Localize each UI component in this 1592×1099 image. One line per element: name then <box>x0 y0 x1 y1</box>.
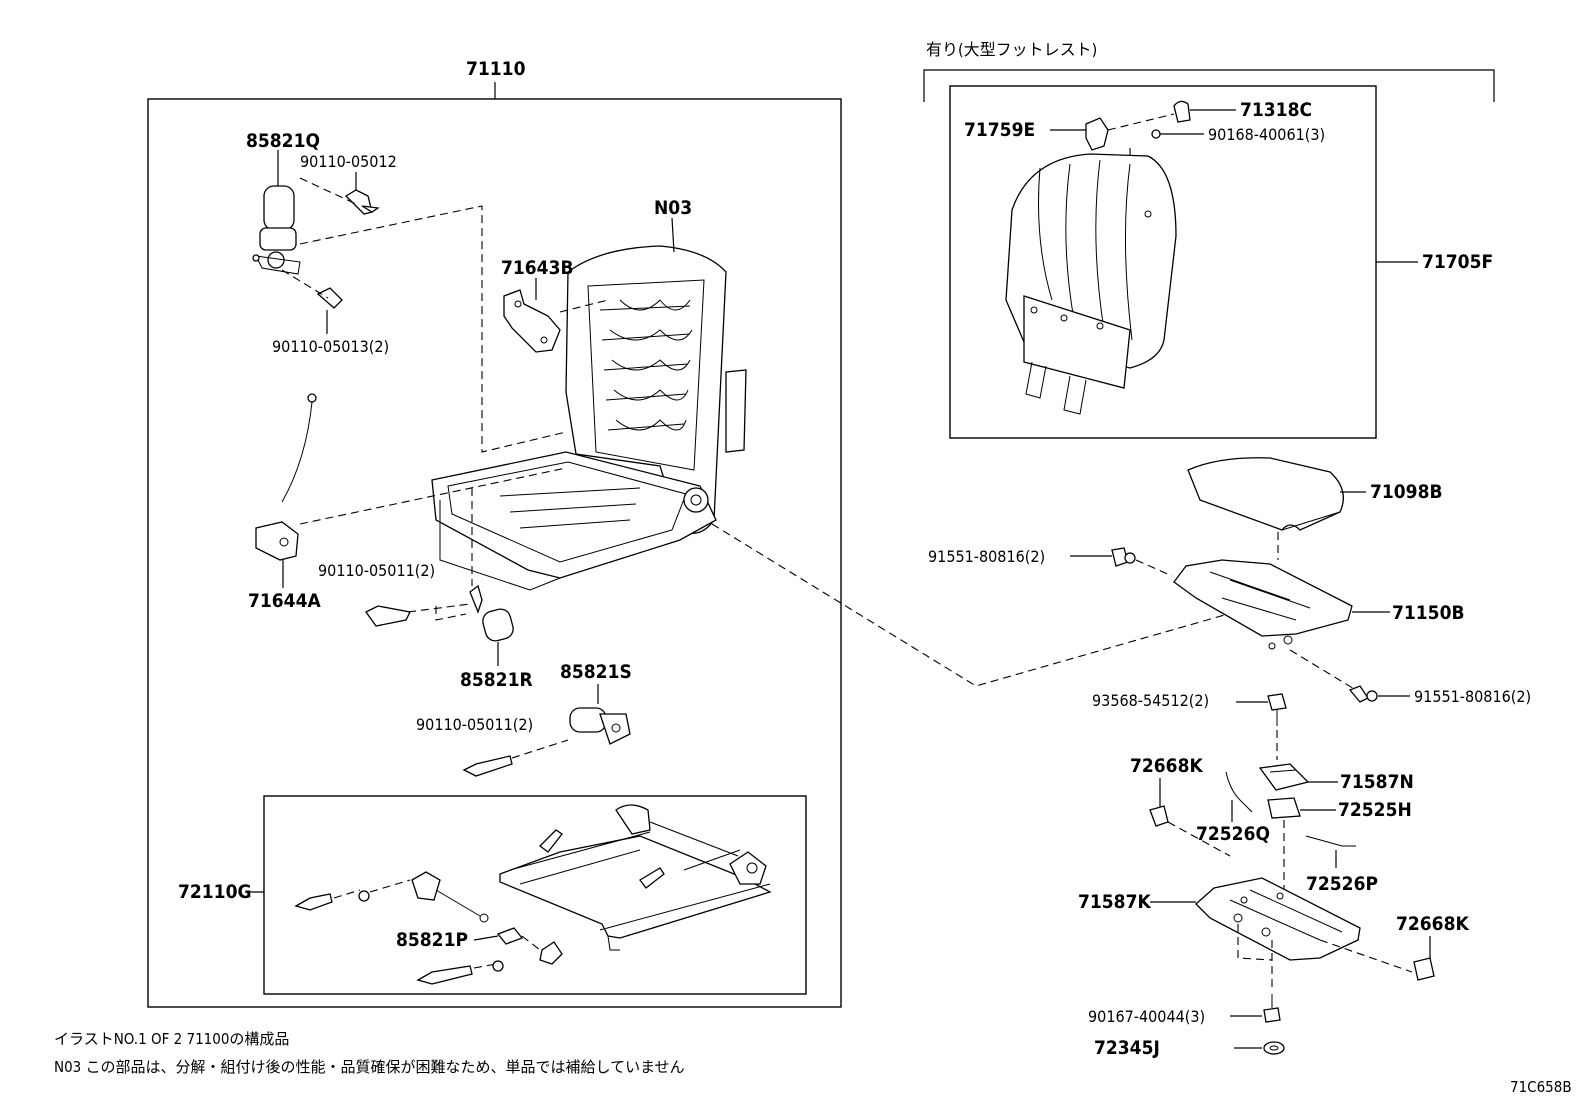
label-71643B[interactable]: 71643B <box>501 257 574 279</box>
bumper-72668K-top[interactable] <box>1149 805 1169 827</box>
bolt-adjuster-lower[interactable] <box>416 960 504 985</box>
label-72526P[interactable]: 72526P <box>1306 873 1378 895</box>
cable-72526P[interactable] <box>1305 835 1356 868</box>
label-90167-40044[interactable]: 90167-40044(3) <box>1088 1007 1205 1026</box>
lever-72525H[interactable] <box>1267 797 1301 819</box>
bracket-71150B[interactable] <box>1173 559 1353 650</box>
adjuster-subassembly-frame <box>263 795 807 995</box>
motor-85821P[interactable] <box>496 927 563 965</box>
label-91551-80816-a[interactable]: 91551-80816(2) <box>928 547 1045 566</box>
label-90110-05011-b[interactable]: 90110-05011(2) <box>416 715 533 734</box>
lever-71759E[interactable] <box>1050 117 1109 151</box>
label-85821S[interactable]: 85821S <box>560 661 632 683</box>
screw-90168-40061[interactable] <box>1151 129 1204 139</box>
label-72525H[interactable]: 72525H <box>1338 799 1412 821</box>
footrest-bracket-line <box>923 69 1495 102</box>
footrest-71705F[interactable] <box>1005 153 1177 415</box>
label-72668K-top[interactable]: 72668K <box>1130 755 1203 777</box>
bracket-71644A[interactable] <box>255 393 317 588</box>
label-72526Q[interactable]: 72526Q <box>1196 823 1270 845</box>
bolt-90110-05012[interactable] <box>344 172 380 215</box>
screw-93568-54512[interactable] <box>1267 693 1287 726</box>
label-71150B[interactable]: 71150B <box>1392 602 1465 624</box>
washer-72345J[interactable] <box>1263 1041 1285 1055</box>
note-line-2: N03 この部品は、分解・組付け後の性能・品質確保が困難なため、単品では補給して… <box>54 1058 685 1076</box>
base-71587K[interactable] <box>1195 877 1361 961</box>
label-71705F[interactable]: 71705F <box>1422 251 1493 273</box>
label-90168-40061[interactable]: 90168-40061(3) <box>1208 125 1325 144</box>
bolt-90110-05011-b[interactable] <box>462 755 513 777</box>
label-90110-05011-a[interactable]: 90110-05011(2) <box>318 561 435 580</box>
bracket-71643B[interactable] <box>503 278 561 353</box>
label-71587K[interactable]: 71587K <box>1078 891 1151 913</box>
note-line-1: イラストNO.1 OF 2 71100の構成品 <box>54 1030 289 1048</box>
bolt-91551-80816-b[interactable] <box>1348 685 1410 703</box>
label-91551-80816-b[interactable]: 91551-80816(2) <box>1414 687 1531 706</box>
footrest-header: 有り(大型フットレスト) <box>926 40 1097 59</box>
bolt-91551-80816-a[interactable] <box>1111 547 1136 567</box>
motor-85821R[interactable] <box>469 584 515 666</box>
label-90110-05012[interactable]: 90110-05012 <box>300 152 397 171</box>
label-71759E[interactable]: 71759E <box>964 119 1035 141</box>
label-85821Q[interactable]: 85821Q <box>246 130 320 152</box>
label-71098B[interactable]: 71098B <box>1370 481 1443 503</box>
label-72668K-bottom[interactable]: 72668K <box>1396 913 1469 935</box>
label-71644A[interactable]: 71644A <box>248 590 321 612</box>
pad-71098B[interactable] <box>1187 457 1344 531</box>
main-assembly-frame <box>147 98 842 1008</box>
label-93568-54512[interactable]: 93568-54512(2) <box>1092 691 1209 710</box>
label-85821P[interactable]: 85821P <box>396 929 468 951</box>
label-N03[interactable]: N03 <box>654 197 692 219</box>
handle-71587N[interactable] <box>1258 763 1310 791</box>
clip-71318C[interactable] <box>1173 100 1236 123</box>
bumper-72668K-bottom[interactable] <box>1413 957 1435 981</box>
label-71318C[interactable]: 71318C <box>1240 99 1312 121</box>
figure-id: 71C658B <box>1510 1078 1572 1096</box>
bolt-90110-05013[interactable] <box>316 287 343 334</box>
main-assembly-label[interactable]: 71110 <box>466 58 526 80</box>
screw-90167-40044[interactable] <box>1263 994 1281 1023</box>
bolt-90110-05011-a[interactable] <box>365 605 411 627</box>
label-85821R[interactable]: 85821R <box>460 669 533 691</box>
cable-72526Q[interactable] <box>1225 771 1253 822</box>
label-90110-05013[interactable]: 90110-05013(2) <box>272 337 389 356</box>
label-71587N[interactable]: 71587N <box>1340 771 1414 793</box>
label-72345J[interactable]: 72345J <box>1094 1037 1160 1059</box>
seat-frame-N03[interactable] <box>431 245 747 591</box>
label-72110G[interactable]: 72110G <box>178 881 252 903</box>
motor-85821S[interactable] <box>569 707 631 745</box>
main-assembly-group: 71110 <box>147 58 842 1008</box>
seat-adjuster-72110G[interactable] <box>294 804 772 951</box>
motor-85821Q[interactable] <box>252 150 301 275</box>
